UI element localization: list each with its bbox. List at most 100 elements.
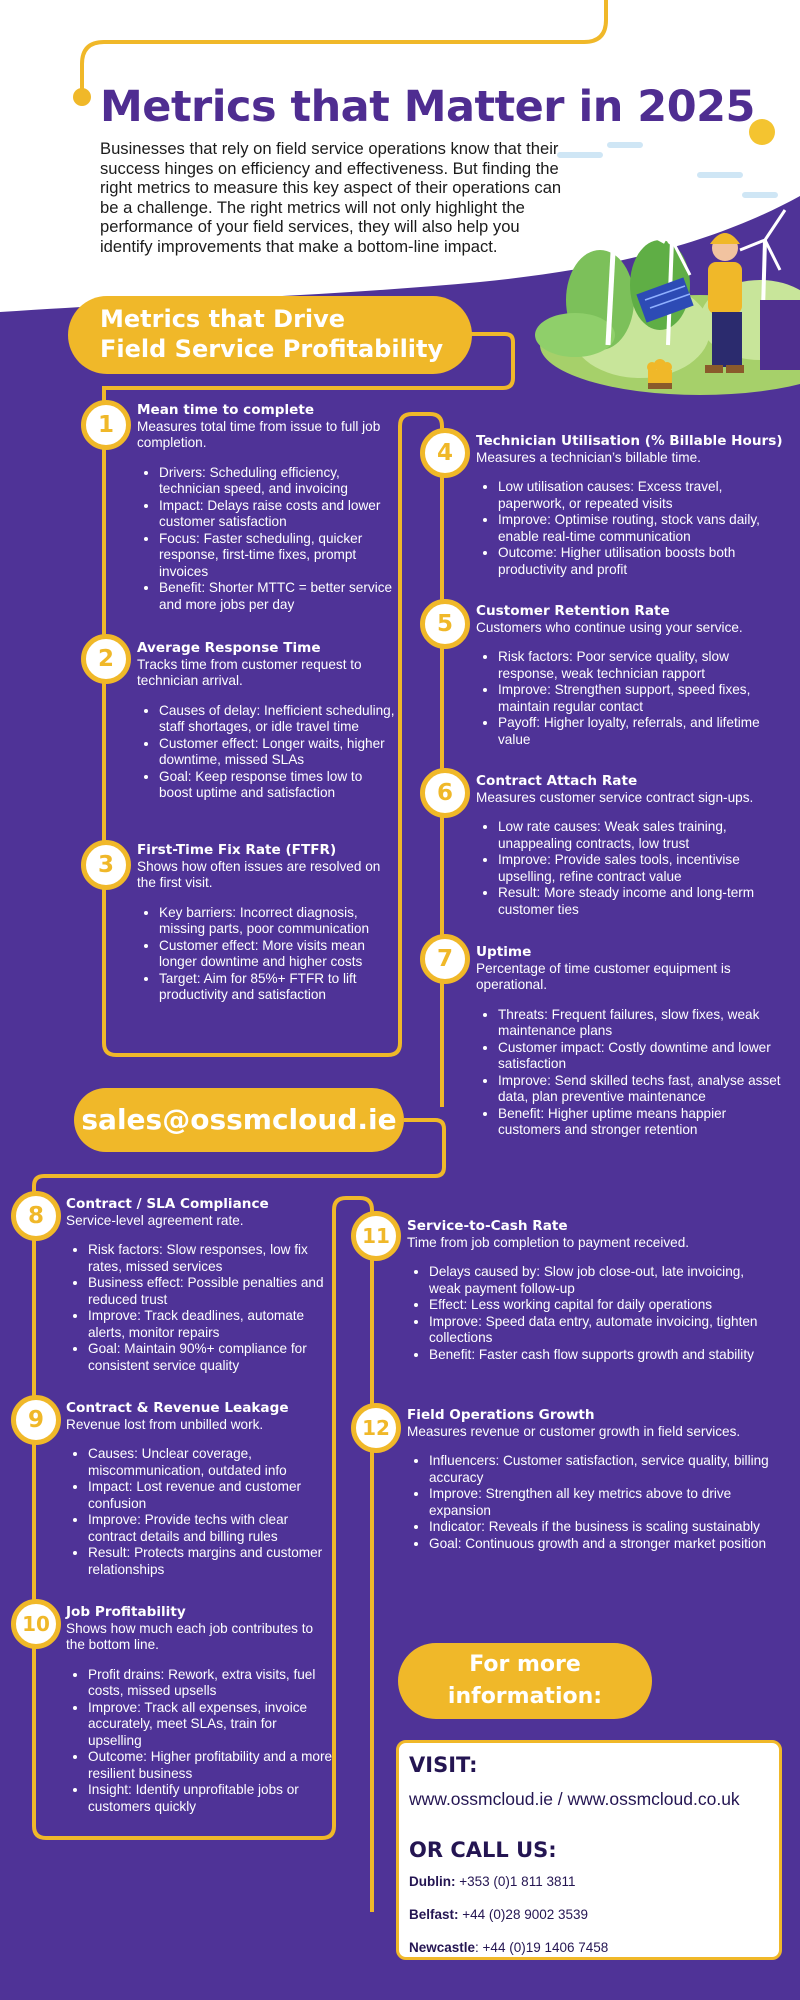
phone-city: Dublin:: [409, 1874, 456, 1889]
metric-title: Field Operations Growth: [407, 1407, 595, 1423]
metric-bullet: Target: Aim for 85%+ FTFR to lift produc…: [159, 971, 395, 1004]
metric-number-badge: 10: [11, 1599, 61, 1649]
metric-description: Customers who continue using your servic…: [476, 619, 743, 635]
metric-bullet: Result: Protects margins and customer re…: [88, 1545, 334, 1578]
metric-block: First-Time Fix Rate (FTFR)Shows how ofte…: [137, 842, 395, 1004]
metric-bullet: Customer effect: Longer waits, higher do…: [159, 736, 395, 769]
metric-bullet: Improve: Strengthen all key metrics abov…: [429, 1486, 777, 1519]
left-column-bracket: [102, 412, 444, 1057]
more-info-line-1: For more: [469, 1652, 581, 1677]
metric-bullet: Causes: Unclear coverage, miscommunicati…: [88, 1446, 334, 1479]
metric-bullet: Drivers: Scheduling efficiency, technici…: [159, 465, 395, 498]
metric-bullet: Benefit: Higher uptime means happier cus…: [498, 1106, 788, 1139]
metric-number-badge: 3: [81, 840, 131, 890]
metric-bullet: Business effect: Possible penalties and …: [88, 1275, 334, 1308]
metric-bullet: Causes of delay: Inefficient scheduling,…: [159, 703, 395, 736]
connector-section-to-list: [102, 332, 515, 405]
section-heading-line-2: Field Service Profitability: [100, 335, 444, 363]
metric-bullet: Result: More steady income and long-term…: [498, 885, 788, 918]
metric-bullet: Influencers: Customer satisfaction, serv…: [429, 1453, 777, 1486]
metric-bullet: Goal: Maintain 90%+ compliance for consi…: [88, 1341, 334, 1374]
metric-bullet: Key barriers: Incorrect diagnosis, missi…: [159, 905, 395, 938]
metric-bullet: Threats: Frequent failures, slow fixes, …: [498, 1007, 788, 1040]
metric-number-badge: 2: [81, 634, 131, 684]
metric-number-badge: 4: [420, 428, 470, 478]
metric-bullet-list: Low utilisation causes: Excess travel, p…: [476, 479, 788, 578]
metric-bullet: Low rate causes: Weak sales training, un…: [498, 819, 788, 852]
phone-belfast[interactable]: Belfast: +44 (0)28 9002 3539: [409, 1907, 769, 1922]
metric-bullet-list: Low rate causes: Weak sales training, un…: [476, 819, 788, 918]
metric-bullet: Impact: Lost revenue and customer confus…: [88, 1479, 334, 1512]
metric-bullet: Outcome: Higher profitability and a more…: [88, 1749, 334, 1782]
phone-newcastle[interactable]: Newcastle: +44 (0)19 1406 7458: [409, 1940, 769, 1955]
metric-bullet: Profit drains: Rework, extra visits, fue…: [88, 1667, 334, 1700]
visit-label: VISIT:: [409, 1753, 478, 1777]
metric-title: Technician Utilisation (% Billable Hours…: [476, 433, 783, 449]
metric-number-badge: 1: [81, 400, 131, 450]
metric-bullet: Improve: Send skilled techs fast, analys…: [498, 1073, 788, 1106]
metric-bullet: Improve: Speed data entry, automate invo…: [429, 1314, 777, 1347]
metric-bullet: Goal: Keep response times low to boost u…: [159, 769, 395, 802]
metric-bullet: Indicator: Reveals if the business is sc…: [429, 1519, 777, 1536]
metric-description: Service-level agreement rate.: [66, 1212, 244, 1228]
metric-bullet: Impact: Delays raise costs and lower cus…: [159, 498, 395, 531]
metric-bullet-list: Key barriers: Incorrect diagnosis, missi…: [137, 905, 395, 1004]
metric-bullet: Outcome: Higher utilisation boosts both …: [498, 545, 788, 578]
section-heading-pill: Metrics that Drive Field Service Profita…: [68, 296, 472, 374]
metric-description: Measures revenue or customer growth in f…: [407, 1423, 741, 1439]
metric-description: Percentage of time customer equipment is…: [476, 960, 731, 993]
metric-bullet: Improve: Track deadlines, automate alert…: [88, 1308, 334, 1341]
phone-number: +44 (0)28 9002 3539: [462, 1907, 589, 1922]
metric-bullet-list: Risk factors: Slow responses, low fix ra…: [66, 1242, 334, 1374]
metric-description: Revenue lost from unbilled work.: [66, 1416, 264, 1432]
metric-bullet: Customer impact: Costly downtime and low…: [498, 1040, 788, 1073]
email-link[interactable]: sales@ossmcloud.ie: [74, 1088, 404, 1152]
metric-title: Job Profitability: [66, 1604, 186, 1620]
metric-description: Shows how much each job contributes to t…: [66, 1620, 314, 1653]
metric-number-badge: 6: [420, 768, 470, 818]
metric-bullet: Low utilisation causes: Excess travel, p…: [498, 479, 788, 512]
metric-description: Measures customer service contract sign-…: [476, 789, 754, 805]
metric-block: Technician Utilisation (% Billable Hours…: [476, 433, 788, 578]
intro-paragraph: Businesses that rely on field service op…: [100, 139, 562, 256]
metric-bullet: Payoff: Higher loyalty, referrals, and l…: [498, 715, 788, 748]
metric-description: Tracks time from customer request to tec…: [137, 656, 362, 689]
phone-city: Newcastle: [409, 1940, 476, 1955]
metric-number-badge: 8: [11, 1191, 61, 1241]
phone-number: : +44 (0)19 1406 7458: [475, 1940, 609, 1955]
connector-to-email: [32, 1118, 446, 1208]
metric-title: Customer Retention Rate: [476, 603, 670, 619]
more-info-line-2: information:: [447, 1684, 603, 1709]
metric-bullet-list: Threats: Frequent failures, slow fixes, …: [476, 1007, 788, 1139]
metric-bullet: Delays caused by: Slow job close-out, la…: [429, 1264, 777, 1297]
phone-dublin[interactable]: Dublin: +353 (0)1 811 3811: [409, 1874, 769, 1889]
metric-description: Shows how often issues are resolved on t…: [137, 858, 381, 891]
wind-farm-illustration: [535, 119, 800, 395]
metric-bullet: Improve: Provide techs with clear contra…: [88, 1512, 334, 1545]
metric-bullet: Insight: Identify unprofitable jobs or c…: [88, 1782, 334, 1815]
metric-description: Measures total time from issue to full j…: [137, 418, 381, 451]
top-connector-line: [80, 0, 608, 97]
metric-bullet-list: Risk factors: Poor service quality, slow…: [476, 649, 788, 748]
metric-number-badge: 11: [351, 1211, 401, 1261]
metric-title: Service-to-Cash Rate: [407, 1218, 568, 1234]
metric-bullet-list: Drivers: Scheduling efficiency, technici…: [137, 465, 395, 614]
page-title: Metrics that Matter in 2025: [100, 82, 755, 132]
more-info-pill: For more information:: [398, 1643, 652, 1719]
contact-box: VISIT: www.ossmcloud.ie / www.ossmcloud.…: [396, 1740, 782, 1960]
metric-bullet-list: Delays caused by: Slow job close-out, la…: [407, 1264, 777, 1363]
metric-bullet-list: Causes: Unclear coverage, miscommunicati…: [66, 1446, 334, 1578]
metric-bullet: Improve: Optimise routing, stock vans da…: [498, 512, 788, 545]
metric-bullet: Focus: Faster scheduling, quicker respon…: [159, 531, 395, 581]
phone-number: +353 (0)1 811 3811: [459, 1874, 576, 1889]
metric-bullet: Effect: Less working capital for daily o…: [429, 1297, 777, 1314]
metric-title: First-Time Fix Rate (FTFR): [137, 842, 337, 858]
website-links[interactable]: www.ossmcloud.ie / www.ossmcloud.co.uk: [409, 1789, 740, 1809]
metric-bullet: Benefit: Shorter MTTC = better service a…: [159, 580, 395, 613]
